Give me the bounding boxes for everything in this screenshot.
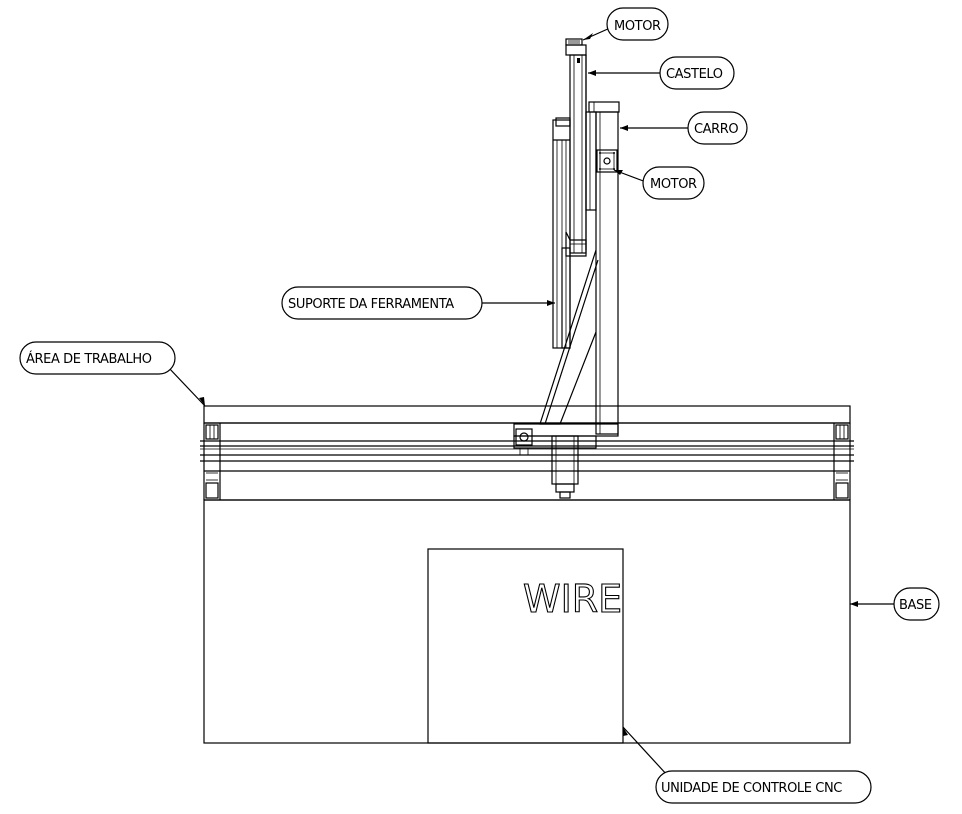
label-carro: CARRO [687,111,748,145]
label-unidade-controle: UNIDADE DE CONTROLE CNC [655,770,872,804]
carriage [585,101,620,211]
label-carro-text: CARRO [694,122,738,137]
carriage-motor [596,149,618,173]
column-post [595,111,619,435]
brand-wire-text: WIRE [523,577,622,621]
leader-lines [167,27,896,777]
label-castelo-text: CASTELO [666,67,723,82]
label-motor-carro: MOTOR [642,166,705,200]
base-structure [203,499,851,744]
control-unit-box [427,548,624,744]
label-suporte-ferramenta-text: SUPORTE DA FERRAMENTA [288,297,454,312]
label-motor-carro-text: MOTOR [650,177,697,192]
label-base-text: BASE [899,598,932,613]
control-unit: WIRE [427,548,624,744]
label-motor-top: MOTOR [606,7,669,41]
label-base: BASE [893,587,940,621]
label-castelo: CASTELO [659,56,735,90]
label-area-trabalho: ÁREA DE TRABALHO [19,341,176,375]
top-motor [565,38,583,46]
table-top [203,405,851,424]
label-unidade-controle-text: UNIDADE DE CONTROLE CNC [661,781,842,796]
tool-holder [552,117,571,349]
castelo-tower [565,38,587,257]
base-body [203,499,851,744]
label-motor-top-text: MOTOR [614,19,661,34]
label-suporte-ferramenta: SUPORTE DA FERRAMENTA [281,286,483,320]
arrowheads [199,33,858,736]
label-area-trabalho-text: ÁREA DE TRABALHO [26,351,152,367]
work-area-table [200,405,854,500]
